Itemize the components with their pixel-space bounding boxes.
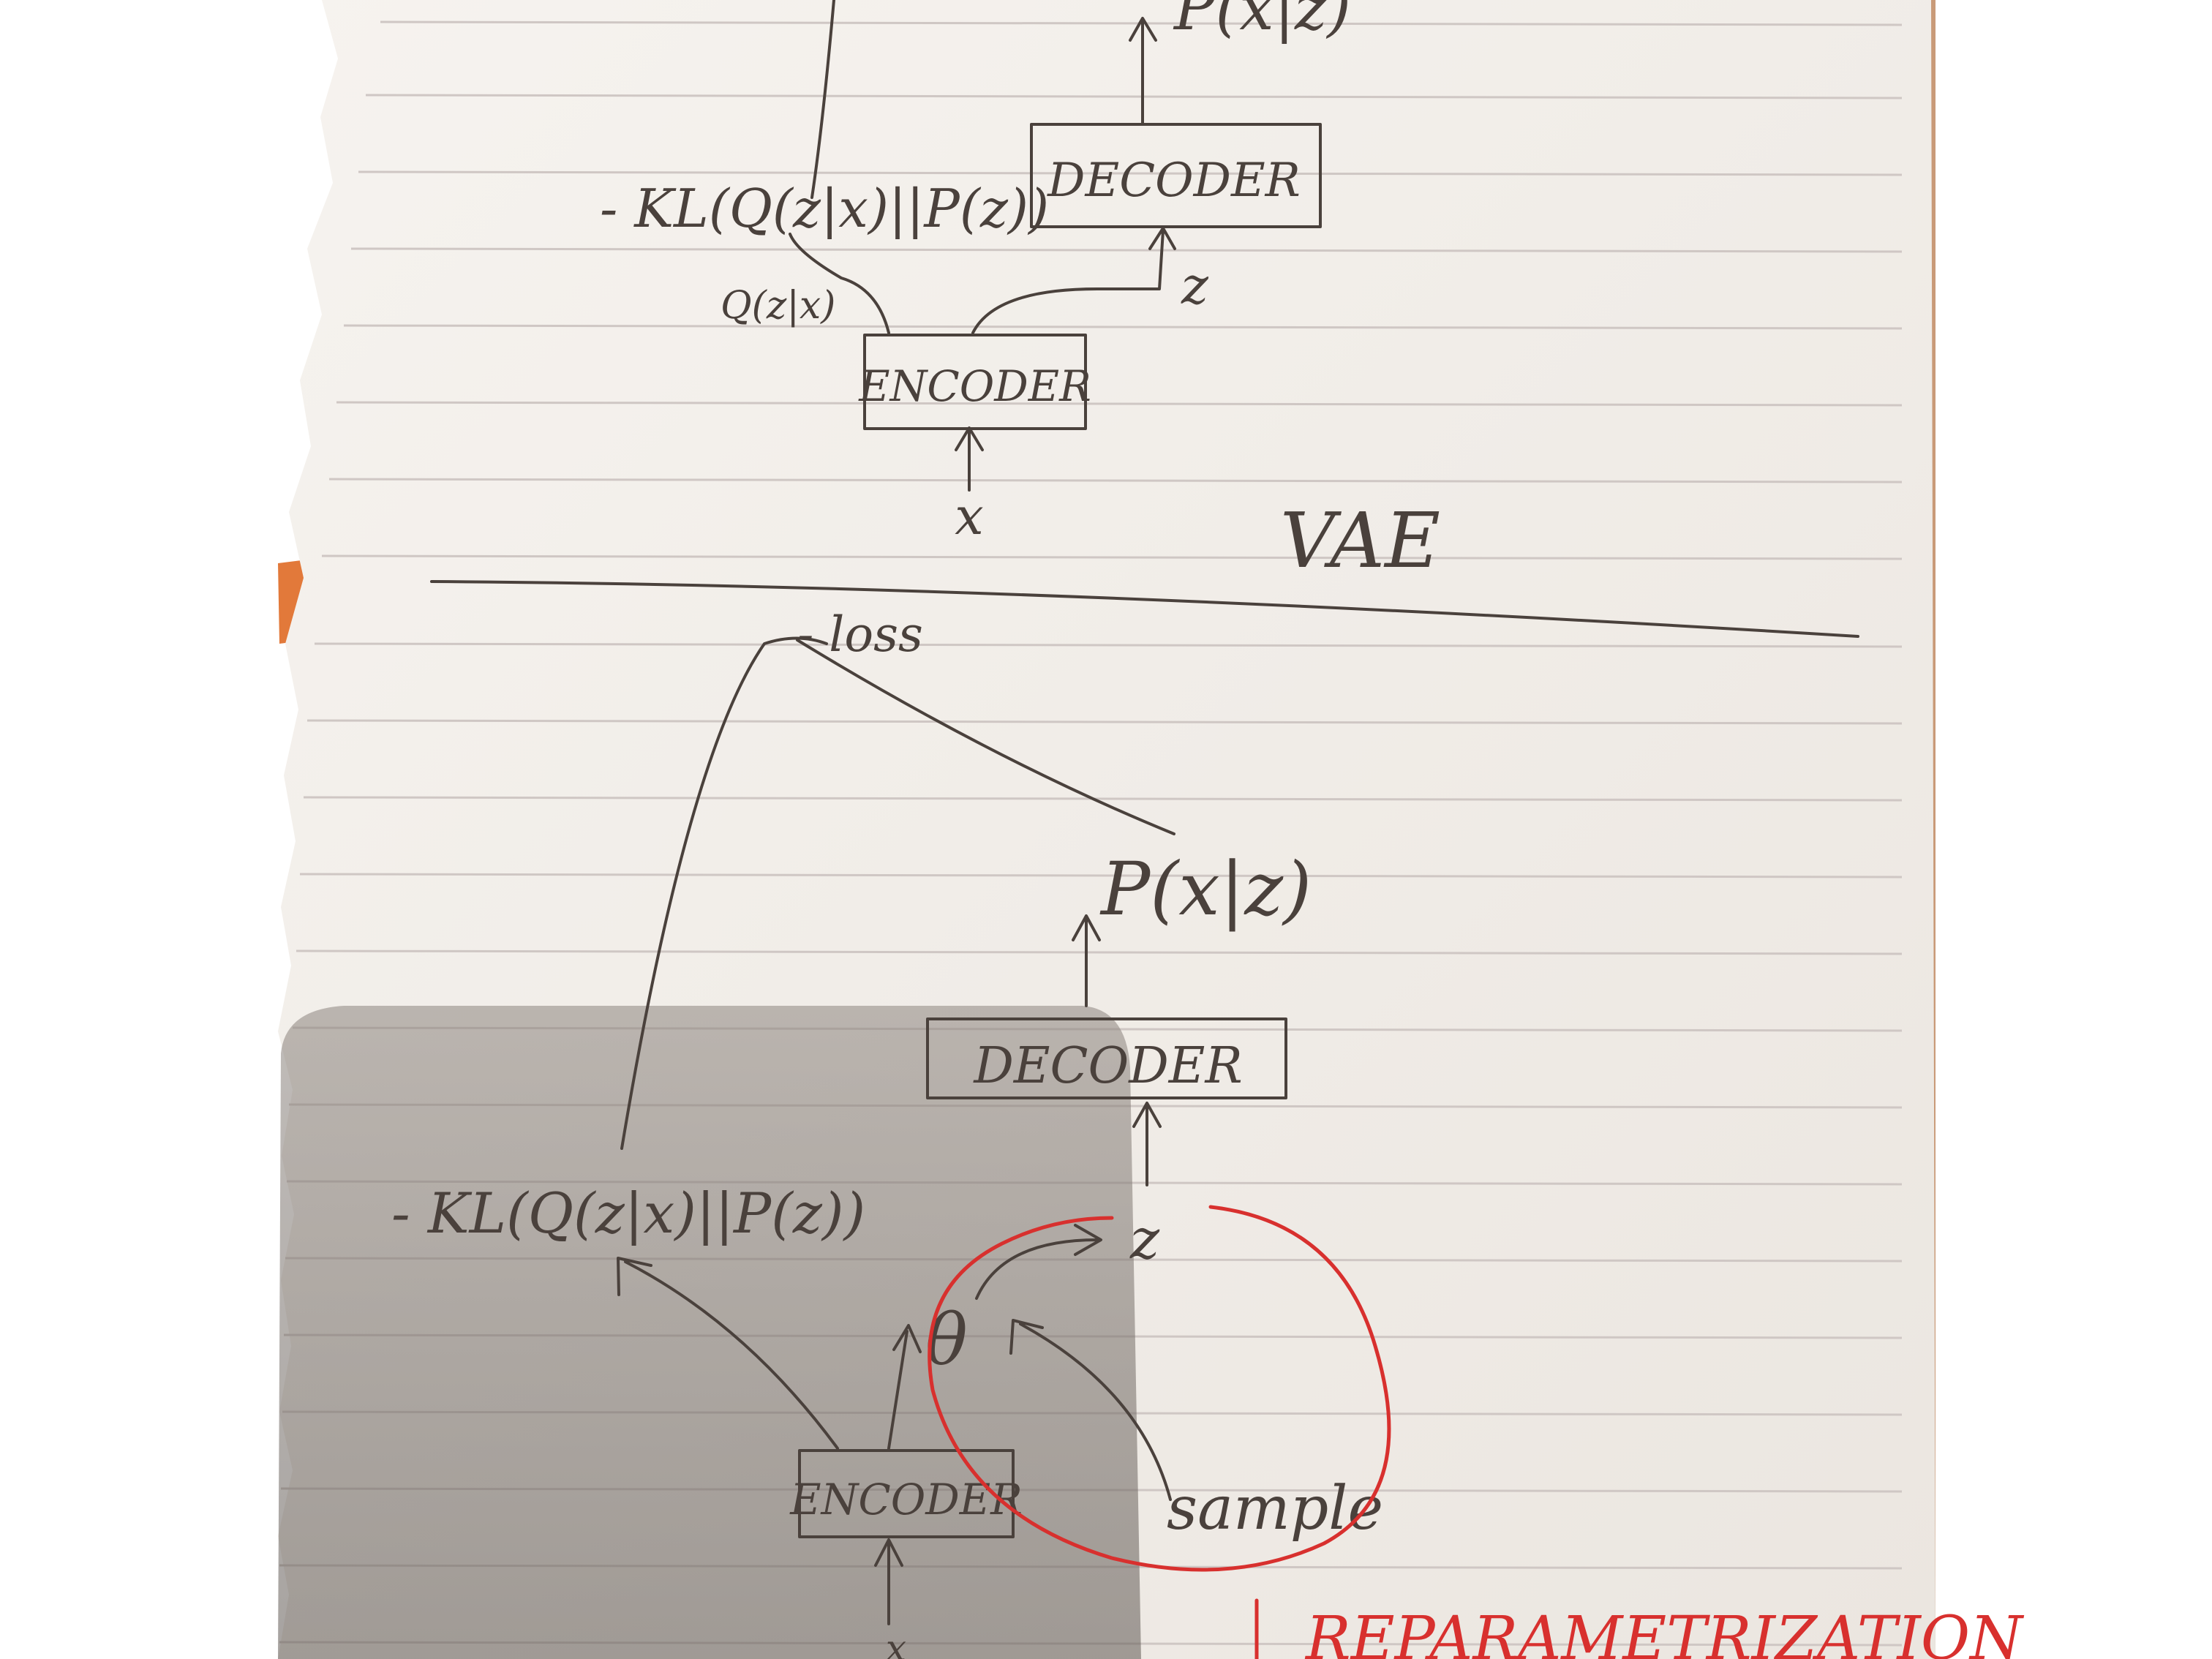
bottom-decoder-label: DECODER (972, 1037, 1242, 1095)
bottom-z-label: z (1129, 1206, 1160, 1271)
separator-line (430, 580, 1859, 638)
hand-shadow (278, 1006, 1141, 1659)
bottom-sample-label: sample (1167, 1474, 1383, 1543)
top-q-curve (789, 233, 890, 334)
top-encoder-label: ENCODER (858, 361, 1091, 411)
bottom-kl-label: - KL(Q(z|x)||P(z)) (391, 1181, 865, 1246)
bottom-encoder-label: ENCODER (789, 1475, 1023, 1524)
top-title: VAE (1280, 496, 1440, 585)
bottom-encoder-to-theta-arrow (887, 1324, 922, 1450)
bottom-loss-label: - loss (797, 606, 923, 663)
top-input-arrow (955, 426, 984, 492)
top-output-arrow (1129, 17, 1157, 124)
top-input-label: x (955, 486, 983, 546)
bottom-sample-curve (1009, 1319, 1172, 1501)
bottom-encoder-box (798, 1449, 1015, 1538)
bottom-decoder-input-arrow (1132, 1102, 1162, 1186)
top-decoder-label: DECODER (1047, 154, 1301, 208)
bottom-theta-label: θ (925, 1299, 968, 1381)
bottom-input-arrow (874, 1538, 903, 1625)
reparametrization-circle (928, 1205, 1391, 1572)
top-z-arrow (971, 227, 1176, 334)
bottom-output-arrow (1072, 914, 1101, 1007)
bottom-decoder-box (926, 1017, 1287, 1099)
bottom-diagram: - loss P(x|z) DECODER - KL(Q(z|x)||P(z))… (391, 606, 2025, 1659)
annotation-red-label: REPARAMETRIZATION (1304, 1604, 2025, 1659)
top-q-label: Q(z|x) (721, 284, 835, 328)
top-encoder-box (863, 334, 1087, 430)
bottom-loss-to-output-line (796, 639, 1175, 835)
bottom-output-label: P(x|z) (1099, 846, 1312, 932)
top-kl-label: - KL(Q(z|x)||P(z)) (600, 178, 1049, 239)
bottom-encoder-to-kl-curve (617, 1257, 839, 1450)
top-z-label: z (1181, 256, 1209, 316)
bottom-theta-to-z-arrow (975, 1224, 1102, 1300)
top-decoder-box (1030, 123, 1322, 228)
top-kl-to-loss-curve (810, 0, 835, 199)
bottom-input-label: x (886, 1627, 906, 1659)
top-output-label: P(x|z) (1173, 0, 1351, 44)
bottom-loss-to-kl-line (620, 636, 828, 1150)
top-diagram: P(x|z) DECODER - KL(Q(z|x)||P(z)) z Q(z|… (600, 0, 1440, 585)
